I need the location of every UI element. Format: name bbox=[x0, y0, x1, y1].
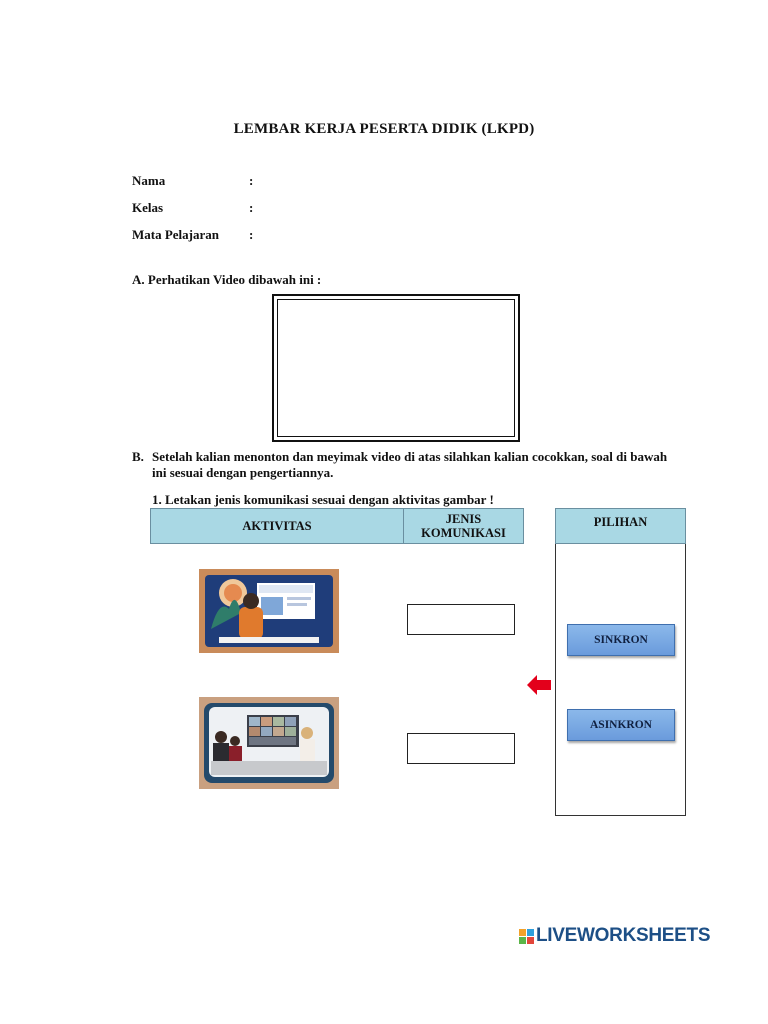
liveworksheets-logo-text: LIVEWORKSHEETS bbox=[536, 925, 711, 946]
video-placeholder[interactable] bbox=[272, 294, 520, 442]
field-label-mata-pelajaran: Mata Pelajaran bbox=[132, 227, 220, 242]
worksheet-title: LEMBAR KERJA PESERTA DIDIK (LKPD) bbox=[233, 121, 535, 137]
field-colon-kelas: : bbox=[249, 200, 254, 215]
header-jenis-label: JENIS KOMUNIKASI bbox=[421, 512, 506, 540]
field-label-kelas: Kelas bbox=[132, 200, 164, 215]
section-b-text: Setelah kalian menonton dan meyimak vide… bbox=[152, 449, 668, 480]
arrow-left-icon bbox=[527, 673, 551, 697]
liveworksheets-logo: LIVEWORKSHEETS bbox=[519, 925, 711, 947]
answer-box-1[interactable] bbox=[407, 604, 515, 635]
header-pilihan: PILIHAN bbox=[555, 508, 686, 544]
header-aktivitas-label: AKTIVITAS bbox=[242, 519, 312, 533]
field-label-nama: Nama bbox=[132, 173, 166, 188]
field-colon-nama: : bbox=[249, 173, 254, 188]
activity-image-video-meeting bbox=[199, 697, 339, 789]
choice-asinkron-button[interactable]: ASINKRON bbox=[567, 709, 675, 741]
liveworksheets-logo-icon bbox=[519, 928, 534, 944]
field-colon-mata-pelajaran: : bbox=[249, 227, 254, 242]
activity-image-online-class bbox=[199, 569, 339, 653]
section-b-label: B. bbox=[132, 449, 144, 464]
header-jenis-komunikasi: JENIS KOMUNIKASI bbox=[403, 508, 524, 544]
section-a-heading: A. Perhatikan Video dibawah ini : bbox=[132, 272, 322, 287]
pilihan-column bbox=[555, 508, 686, 816]
choice-sinkron-button[interactable]: SINKRON bbox=[567, 624, 675, 656]
answer-box-2[interactable] bbox=[407, 733, 515, 764]
header-aktivitas: AKTIVITAS bbox=[150, 508, 404, 544]
question-1: 1. Letakan jenis komunikasi sesuai denga… bbox=[152, 492, 494, 507]
